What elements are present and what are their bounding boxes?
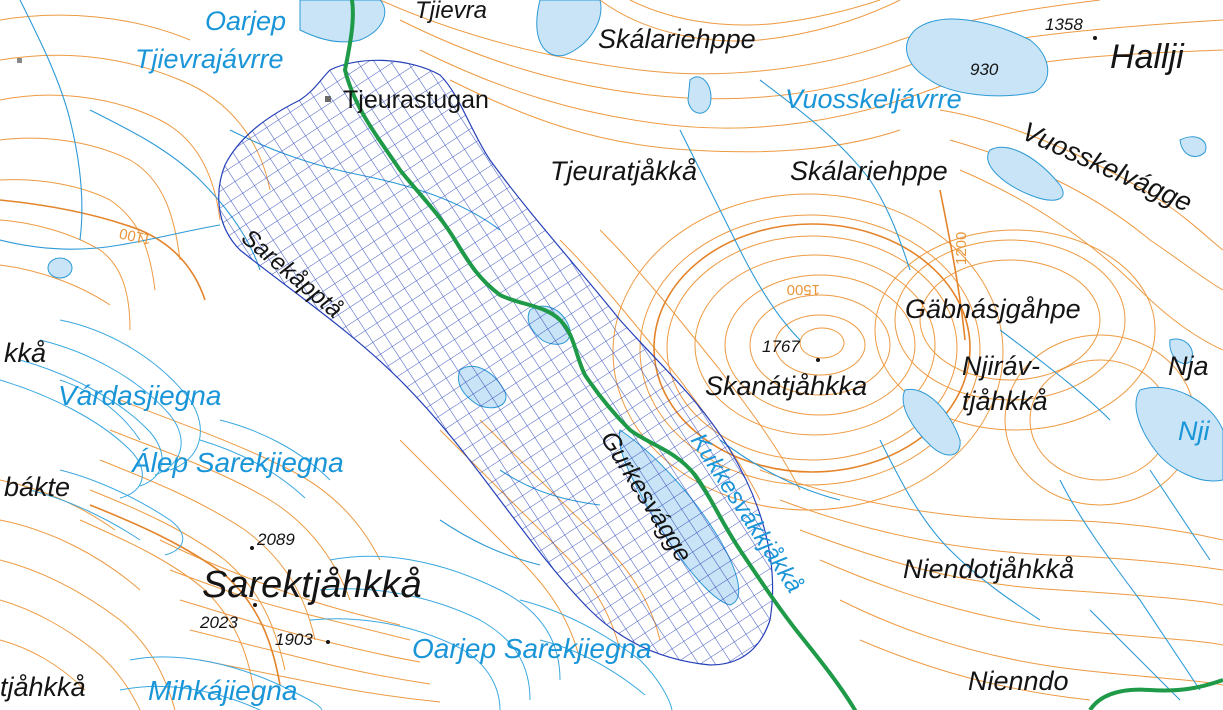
index-contours <box>0 189 971 686</box>
label-bakte: bákte <box>4 472 70 502</box>
label-gabnasjgahpe: Gäbnásjgåhpe <box>905 294 1081 324</box>
hiking-trail <box>342 0 857 710</box>
label-nji: Nji <box>1178 416 1210 446</box>
label-niendotjahkka: Niendotjåhkkå <box>903 554 1074 584</box>
contour-label-1500: 1500 <box>787 281 820 298</box>
label-mihkajiegna: Mihkájiegna <box>148 675 297 706</box>
label-sarektjahkka: Sarektjåhkkå <box>202 564 422 606</box>
spot-height-930: 930 <box>970 60 999 79</box>
label-tjievrajavrre: Tjievrajávrre <box>135 44 284 74</box>
lake-vuosskel <box>987 146 1064 201</box>
label-nienndo: Nienndo <box>968 666 1069 696</box>
restricted-area-hatched <box>218 59 774 666</box>
lake-njirav <box>902 388 961 456</box>
label-tjievra-top: Tjievra <box>415 0 487 24</box>
label-oarjep-sarekjiegna: Oarjep Sarekjiegna <box>412 633 652 664</box>
lake-small-3 <box>1169 338 1193 364</box>
grid-marker-icon <box>17 58 22 63</box>
trail-bottom-right <box>1088 678 1223 710</box>
label-hallji: Hallji <box>1110 38 1185 76</box>
label-tjahkka-bl: tjåhkkå <box>0 672 86 702</box>
label-tjeuratjakka: Tjeuratjåkkå <box>550 156 697 186</box>
glacier-contours <box>0 319 673 710</box>
label-skalariehppe: Skálariehppe <box>790 156 948 186</box>
spot-height-1358: 1358 <box>1045 15 1083 34</box>
label-vardasjiegna: Várdasjiegna <box>58 380 221 411</box>
label-tjeurastugan: Tjeurastugan <box>343 86 489 114</box>
lake-top-center <box>536 0 602 57</box>
spot-height-1903: 1903 <box>275 630 313 649</box>
spot-height-1767: 1767 <box>762 337 800 356</box>
label-njirav: Njiráv- <box>962 351 1040 381</box>
lake-930 <box>906 18 1049 97</box>
label-kka: kkå <box>4 338 46 368</box>
spot-height-dots <box>250 36 1097 644</box>
contour-label-1100: 1100 <box>118 224 153 247</box>
pond-left <box>47 257 73 279</box>
cabin-icon <box>325 96 331 102</box>
label-oarjep-top: Oarjep <box>205 6 286 36</box>
lake-oarjep-tjievrajavrre <box>299 0 386 43</box>
contour-label-1200: 1200 <box>953 232 970 265</box>
label-vuosskeljavrre: Vuosskeljávrre <box>785 84 962 114</box>
spot-height-2023: 2023 <box>199 613 238 632</box>
label-alep-sarekjiegna: Álep Sarekjiegna <box>130 447 344 478</box>
lake-right <box>1135 386 1223 482</box>
lake-small-2 <box>1179 136 1207 157</box>
label-nja: Nja <box>1168 351 1209 381</box>
label-tjahkka: tjåhkkå <box>962 386 1048 416</box>
label-skalariehppe-top: Skálariehppe <box>598 24 756 54</box>
label-skanatjahkka: Skanátjåhkka <box>705 371 867 401</box>
spot-height-2089: 2089 <box>256 530 295 549</box>
lake-small-1 <box>687 76 712 114</box>
